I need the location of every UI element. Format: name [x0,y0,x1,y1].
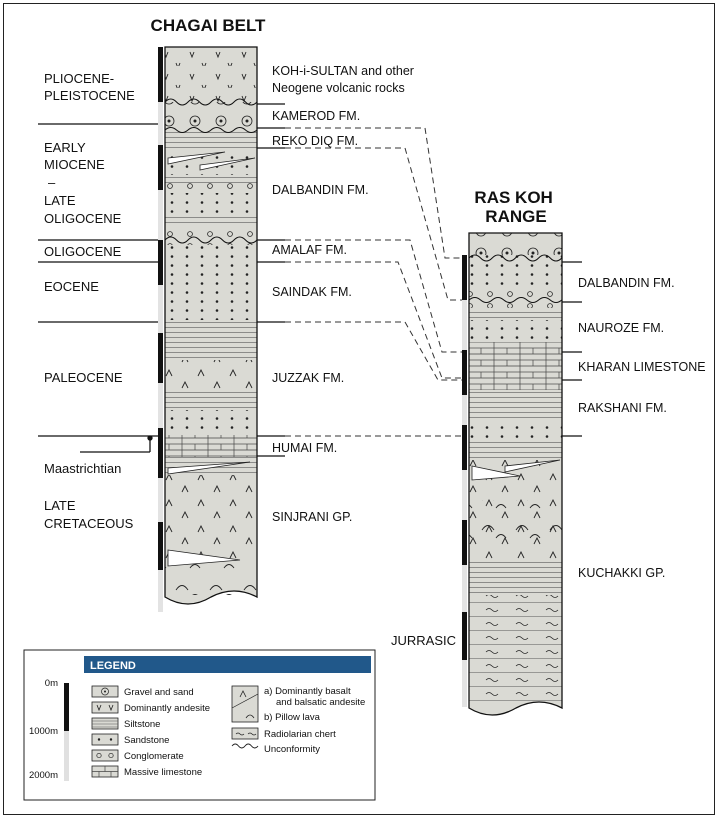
legend-swatch-limestone [91,765,119,778]
legend: LEGEND 0m 1000m 2000m [23,649,376,801]
figure-frame [3,3,715,815]
legend-swatch-chert [231,727,259,740]
legend-scale-2000m: 2000m [29,770,58,781]
age-label-maastrichtian: Maastrichtian [44,461,121,476]
age-label-pliocene-pleistocene: PLIOCENE- PLEISTOCENE [44,71,135,103]
age-label-late-cretaceous: LATE CRETACEOUS [44,498,134,531]
formation-dalbandin-raskoh: DALBANDIN FM. [578,276,675,290]
chagai-formation-ticks [257,103,285,457]
legend-scale-bar [64,683,69,781]
formation-kharan-limestone: KHARAN LIMESTONE [578,360,706,374]
legend-label-gravel: Gravel and sand [124,687,194,698]
legend-header-bar [84,656,371,673]
raskoh-title: RAS KOH RANGE [474,188,557,226]
legend-swatch-unconformity [231,743,259,749]
chagai-title: CHAGAI BELT [151,16,267,35]
legend-label-pillow-lava: b) Pillow lava [264,712,321,723]
legend-label-siltstone: Siltstone [124,719,160,730]
legend-label-sandstone: Sandstone [124,735,169,746]
raskoh-scale-bar [462,255,467,707]
formation-nauroze: NAUROZE FM. [578,321,664,335]
legend-swatch-basalt-pillow [231,685,259,723]
legend-swatch-gravel [91,685,119,698]
raskoh-column [468,232,563,716]
legend-scale-0m: 0m [45,678,58,689]
legend-label-unconformity: Unconformity [264,744,320,755]
chagai-age-boundaries [38,123,158,453]
formation-juzzak: JUZZAK FM. [272,371,344,385]
legend-label-conglomerate: Conglomerate [124,751,184,762]
age-label-eocene: EOCENE [44,279,99,294]
formation-humai: HUMAI FM. [272,441,337,455]
formation-reko-diq: REKO DIQ FM. [272,134,358,148]
legend-label-limestone: Massive limestone [124,767,202,778]
legend-swatch-andesite [91,701,119,714]
age-label-jurrasic: JURRASIC [391,633,456,648]
raskoh-formation-ticks [562,261,582,437]
formation-saindak: SAINDAK FM. [272,285,352,299]
legend-swatch-conglomerate [91,749,119,762]
formation-dalbandin-chagai: DALBANDIN FM. [272,183,369,197]
formation-rakshani: RAKSHANI FM. [578,401,667,415]
formation-kuchakki: KUCHAKKI GP. [578,566,665,580]
formation-koh-i-sultan: KOH-i-SULTAN and other Neogene volcanic … [272,64,417,95]
legend-title: LEGEND [90,660,136,672]
legend-swatch-sandstone [91,733,119,746]
age-label-oligocene: OLIGOCENE [44,244,122,259]
legend-scale-1000m: 1000m [29,726,58,737]
age-label-early-miocene-late-oligocene: EARLY MIOCENE – LATE OLIGOCENE [44,140,122,226]
formation-sinjrani: SINJRANI GP. [272,510,352,524]
age-label-paleocene: PALEOCENE [44,370,123,385]
legend-label-chert: Radiolarian chert [264,729,336,740]
legend-label-basalt: a) Dominantly basalt and balsatic andesi… [264,686,365,708]
formation-kamerod: KAMEROD FM. [272,109,360,123]
chagai-scale-bar [158,47,163,612]
formation-amalaf: AMALAF FM. [272,243,347,257]
chagai-column [164,46,258,605]
legend-swatch-siltstone [91,717,119,730]
legend-label-andesite: Dominantly andesite [124,703,210,714]
correlation-lines [285,127,462,437]
